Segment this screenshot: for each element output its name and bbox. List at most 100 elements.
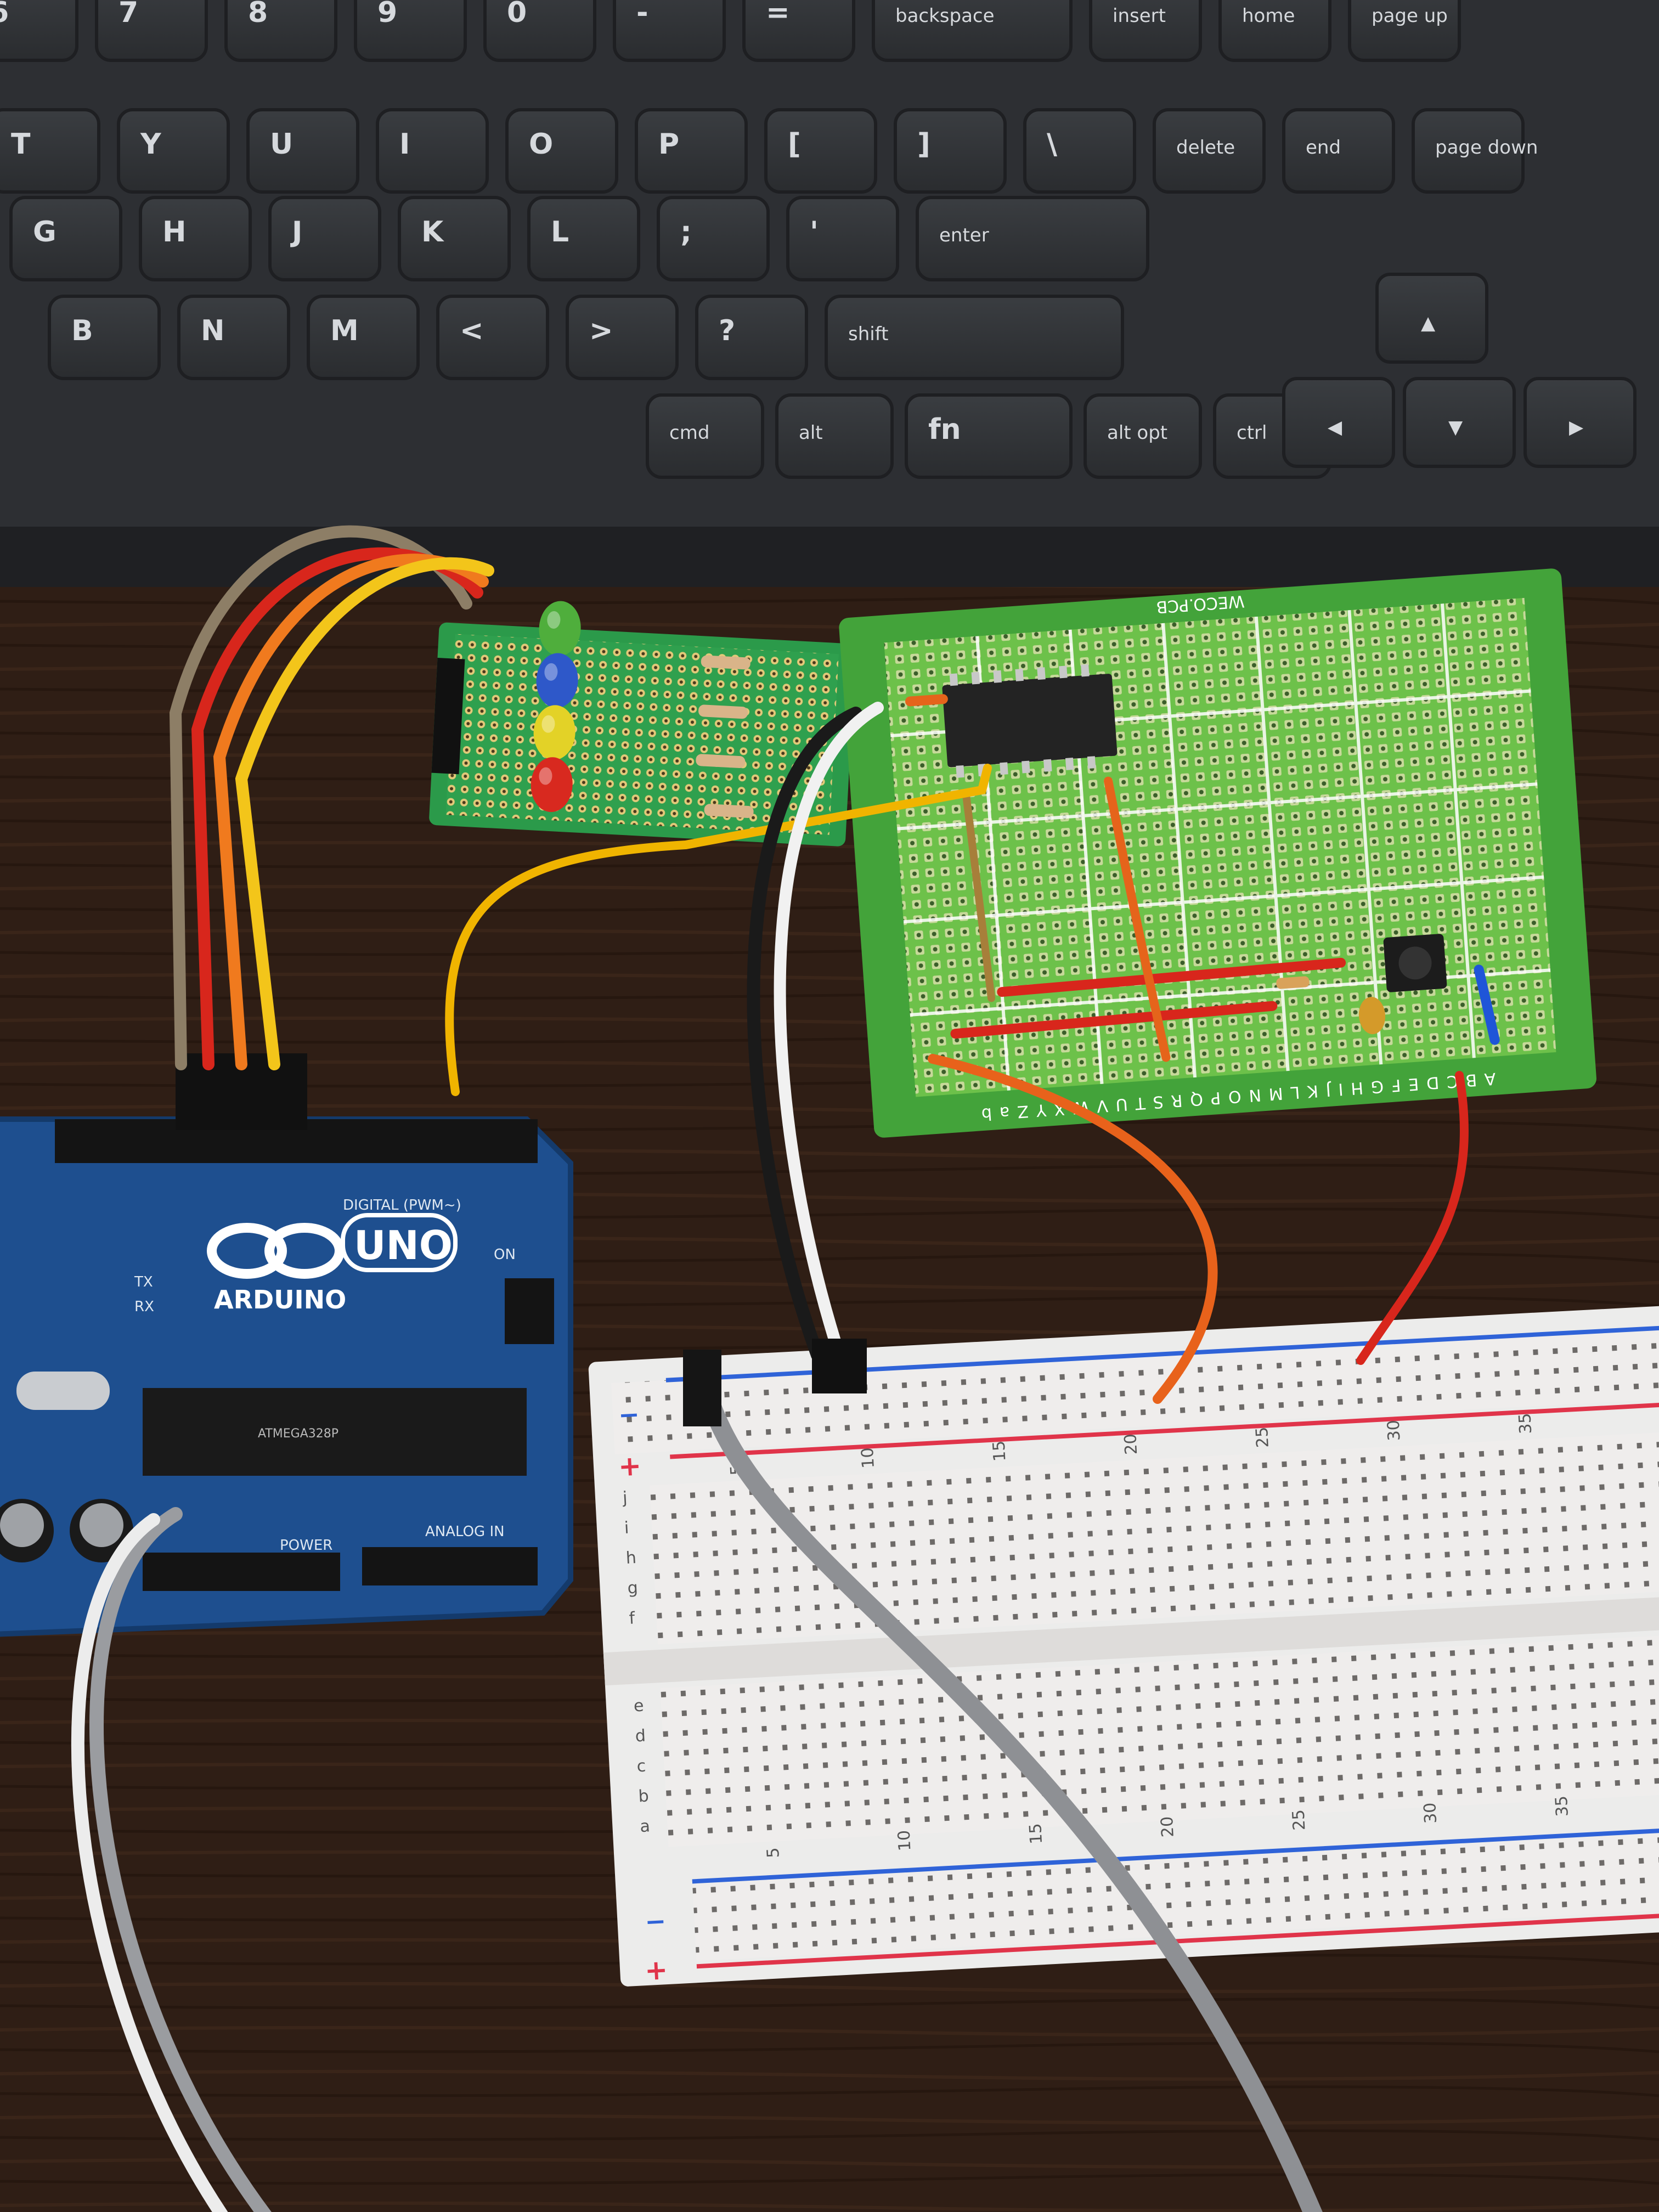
key-0[interactable]: 0 (483, 0, 596, 62)
svg-text:Y: Y (140, 128, 162, 161)
arrow-key-2[interactable]: ▼ (1403, 377, 1516, 468)
rail-minus-bottom: − (644, 1906, 667, 1937)
key-fn[interactable]: fn (905, 393, 1073, 479)
key-enter[interactable]: enter (916, 196, 1149, 281)
key-[interactable]: \ (1023, 108, 1136, 194)
key-alt[interactable]: alt (775, 393, 894, 479)
bb-row-h: h (625, 1548, 637, 1568)
resistor-row (696, 655, 754, 818)
key-i[interactable]: I (376, 108, 489, 194)
key-k[interactable]: K (398, 196, 511, 281)
arduino-model: UNO (354, 1222, 453, 1268)
svg-text:9: 9 (377, 0, 397, 29)
arrow-key-0[interactable]: ▲ (1375, 273, 1488, 364)
bb-top-col-10: 10 (858, 1447, 878, 1469)
wire-orange-long (928, 1054, 1218, 1404)
key-home[interactable]: home (1218, 0, 1331, 62)
bb-bottom-col-30: 30 (1420, 1802, 1441, 1824)
svg-text:8: 8 (248, 0, 268, 29)
key-delete[interactable]: delete (1153, 108, 1266, 194)
key-pagedown[interactable]: page down (1412, 108, 1538, 194)
svg-text:[: [ (788, 128, 801, 161)
bb-bottom-col-20: 20 (1158, 1816, 1178, 1838)
pushbutton (1383, 934, 1447, 992)
key-t[interactable]: T (0, 108, 100, 194)
bb-row-a: a (640, 1816, 651, 1836)
key-g[interactable]: G (9, 196, 122, 281)
key-[interactable]: = (742, 0, 855, 62)
svg-text:▼: ▼ (1448, 416, 1463, 438)
key-[interactable]: ; (657, 196, 770, 281)
key-[interactable]: - (613, 0, 726, 62)
key-[interactable]: ? (695, 295, 808, 380)
key-h[interactable]: H (139, 196, 252, 281)
key-y[interactable]: Y (117, 108, 230, 194)
key-n[interactable]: N (177, 295, 290, 380)
key-[interactable]: [ (764, 108, 877, 194)
key-backspace[interactable]: backspace (872, 0, 1073, 62)
key-pageup[interactable]: page up (1348, 0, 1461, 62)
key-j[interactable]: J (268, 196, 381, 281)
icsp-header (505, 1278, 554, 1344)
svg-text:M: M (330, 314, 359, 347)
key-7[interactable]: 7 (95, 0, 208, 62)
power-header (143, 1553, 340, 1591)
svg-text:O: O (529, 128, 553, 161)
key-o[interactable]: O (505, 108, 618, 194)
bb-row-i: i (624, 1519, 629, 1538)
key-b[interactable]: B (48, 295, 161, 380)
rail-minus-top: − (618, 1399, 640, 1430)
key-8[interactable]: 8 (224, 0, 337, 62)
svg-text:<: < (460, 314, 484, 347)
key-9[interactable]: 9 (354, 0, 467, 62)
svg-text:=: = (766, 0, 790, 29)
wire-gray (698, 1384, 1323, 2212)
svg-text:N: N (201, 314, 225, 347)
svg-text:P: P (658, 128, 679, 161)
svg-text:▶: ▶ (1569, 416, 1584, 438)
wire-gray-arduino (89, 1507, 272, 2212)
arrow-key-1[interactable]: ◀ (1282, 377, 1395, 468)
key-[interactable]: ' (786, 196, 899, 281)
bb-row-e: e (633, 1696, 644, 1716)
svg-text:;: ; (680, 216, 692, 249)
key-cmd[interactable]: cmd (646, 393, 764, 479)
perfboard: WECO.PCB ABCDEFGHIJKLMNOPQRSTUVWXYZab (839, 568, 1596, 1138)
bb-bottom-col-10: 10 (895, 1830, 915, 1852)
atmega-chip (143, 1388, 527, 1476)
bb-row-b: b (638, 1786, 650, 1806)
arrow-key-3[interactable]: ▶ (1523, 377, 1637, 468)
svg-text:◀: ◀ (1328, 416, 1342, 438)
key-shift[interactable]: shift (825, 295, 1124, 380)
key-p[interactable]: P (635, 108, 748, 194)
svg-text:>: > (589, 314, 613, 347)
svg-text:delete: delete (1176, 137, 1235, 159)
key-[interactable]: ] (894, 108, 1007, 194)
wire-yellow (235, 557, 494, 1070)
tx-label: TX (134, 1274, 153, 1290)
key-insert[interactable]: insert (1089, 0, 1202, 62)
svg-text:K: K (421, 216, 444, 249)
led-row (531, 601, 581, 812)
bb-top-col-20: 20 (1121, 1433, 1141, 1455)
bb-bottom-col-35: 35 (1552, 1795, 1572, 1817)
ic-chip (942, 664, 1118, 778)
small-resistor (1276, 976, 1310, 989)
key-m[interactable]: M (307, 295, 420, 380)
ceramic-capacitor (1358, 997, 1386, 1035)
digital-header-label: DIGITAL (PWM~) (343, 1197, 461, 1214)
key-6[interactable]: 6 (0, 0, 78, 62)
keyboard: 67 8 9 0- = backspace insert home page up T Y UI O P [… (0, 0, 1659, 587)
key-[interactable]: > (566, 295, 679, 380)
rail-plus-bottom: + (644, 1954, 669, 1987)
rail-plus-top: + (618, 1449, 642, 1482)
key-altopt[interactable]: alt opt (1084, 393, 1202, 479)
key-u[interactable]: U (246, 108, 359, 194)
key-[interactable]: < (436, 295, 549, 380)
key-end[interactable]: end (1282, 108, 1395, 194)
key-l[interactable]: L (527, 196, 640, 281)
bb-row-c: c (636, 1757, 646, 1776)
svg-text:H: H (162, 216, 187, 249)
svg-text:home: home (1242, 5, 1295, 27)
